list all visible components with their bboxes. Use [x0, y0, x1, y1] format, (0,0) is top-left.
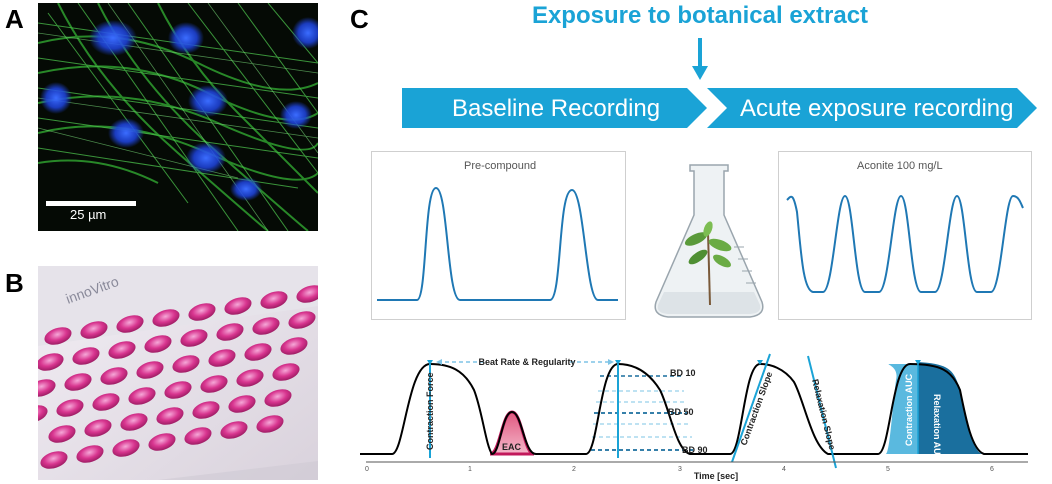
relaxation-slope-line [807, 355, 837, 469]
bd-lines [591, 375, 694, 451]
plate-well [144, 335, 172, 353]
bd50-label: BD 50 [668, 407, 694, 417]
plate-well [272, 363, 300, 381]
plate-well [228, 395, 256, 413]
contraction-auc-area [886, 364, 918, 454]
plate-well [56, 399, 84, 417]
plate-well [252, 317, 280, 335]
svg-text:6: 6 [990, 466, 994, 473]
relaxation-auc-label: Relaxation AUC [932, 394, 942, 462]
relaxation-slope-label: Relaxation Slope [810, 378, 837, 451]
plate-well [180, 329, 208, 347]
svg-text:4: 4 [782, 466, 786, 473]
time-axis-label: Time [sec] [694, 471, 738, 481]
acute-label: Acute exposure recording [740, 95, 1014, 122]
beat-rate-label: Beat Rate & Regularity [478, 357, 575, 367]
plate-well [244, 343, 272, 361]
multiwell-plate-photo: innoVitro [38, 266, 318, 480]
aconite-trace-box: Aconite 100 mg/L [778, 151, 1032, 320]
plate-well [236, 369, 264, 387]
plate-well [264, 389, 292, 407]
contraction-slope-line [731, 353, 771, 463]
panel-label-a: A [5, 4, 24, 34]
eac-label: EAC [502, 442, 522, 452]
plate-well [44, 327, 72, 345]
cardiomyocyte-micrograph: 25 µm [38, 3, 318, 231]
panel-label-b: B [5, 268, 24, 298]
pre-compound-title: Pre-compound [464, 160, 537, 172]
exposure-title: Exposure to botanical extract [531, 2, 869, 29]
plate-well [152, 309, 180, 327]
relaxation-auc-area [918, 362, 982, 454]
plate-well [120, 413, 148, 431]
bd10-label: BD 10 [670, 368, 696, 378]
plate-well [184, 427, 212, 445]
plate-well [172, 355, 200, 373]
baseline-label: Baseline Recording [452, 95, 661, 122]
plate-well [148, 433, 176, 451]
svg-text:2: 2 [572, 466, 576, 473]
plate-well [192, 401, 220, 419]
svg-text:5: 5 [886, 466, 890, 473]
plate-well [80, 321, 108, 339]
bd90-label: BD 90 [682, 445, 708, 455]
plate-well [200, 375, 228, 393]
plate-well [64, 373, 92, 391]
plate-well [224, 297, 252, 315]
pre-compound-trace [377, 186, 618, 301]
contraction-force-label: Contraction Force [425, 372, 435, 450]
plate-well [128, 387, 156, 405]
plate-well [116, 315, 144, 333]
plate-well [92, 393, 120, 411]
plate-well [48, 425, 76, 443]
svg-text:3: 3 [678, 466, 682, 473]
plate-well [220, 421, 248, 439]
svg-text:0: 0 [365, 466, 369, 473]
plate-well [112, 439, 140, 457]
plate-well [256, 415, 284, 433]
plate-well [156, 407, 184, 425]
panel-label-c: C [350, 4, 369, 34]
aconite-trace [786, 194, 1024, 293]
plate-well [38, 379, 56, 397]
plate-well [216, 323, 244, 341]
plate-well [188, 303, 216, 321]
plate-well [260, 291, 288, 309]
plate-well [38, 353, 64, 371]
plate-well [108, 341, 136, 359]
plate-well [100, 367, 128, 385]
plate-well [72, 347, 100, 365]
time-axis-ticks: 0 1 2 3 4 5 6 [365, 466, 994, 473]
scale-bar [46, 201, 136, 206]
timeline-chevrons [402, 88, 1037, 128]
plate-well [40, 451, 68, 469]
annotated-contraction-trace: 0 1 2 3 4 5 6 Time [sec] Beat Rate & Reg… [360, 353, 1028, 481]
plate-well [280, 337, 308, 355]
scale-bar-label: 25 µm [70, 207, 107, 222]
contraction-trace-line [360, 362, 1028, 456]
pre-compound-trace-box: Pre-compound [371, 151, 626, 320]
plate-well [38, 405, 48, 423]
aconite-title: Aconite 100 mg/L [857, 160, 943, 172]
baseline-chevron [402, 88, 707, 128]
svg-text:1: 1 [468, 466, 472, 473]
exposure-arrow [692, 38, 708, 80]
plate-well [296, 285, 318, 303]
acute-chevron [707, 88, 1037, 128]
plate-well [208, 349, 236, 367]
plate-well [288, 311, 316, 329]
plate-well [76, 445, 104, 463]
contraction-auc-label: Contraction AUC [904, 373, 914, 446]
plate-well [136, 361, 164, 379]
plate-well [84, 419, 112, 437]
flask-plant-illustration [654, 164, 764, 318]
plate-well [164, 381, 192, 399]
